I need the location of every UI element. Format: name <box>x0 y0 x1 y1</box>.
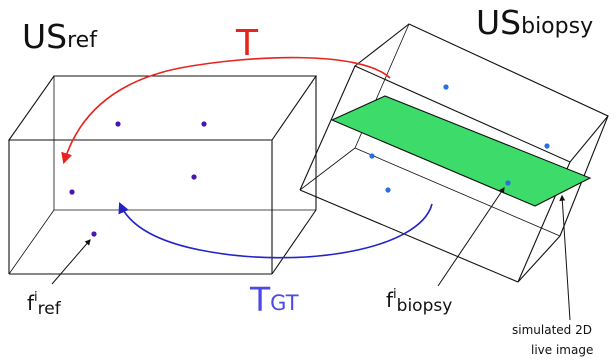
us-biopsy-label: USbiopsy <box>476 3 593 42</box>
ref-fiducial-pointer <box>51 239 91 285</box>
biopsy-point <box>443 84 449 90</box>
transform-t-arrow <box>61 56 391 165</box>
ref-point <box>69 189 75 195</box>
ref-point <box>191 174 197 180</box>
biopsy-fiducial-pointer <box>437 187 505 287</box>
fiducial-ref-label: firef <box>27 290 62 319</box>
biopsy-fiducial-points <box>369 84 550 193</box>
transform-gt-label: TGT <box>249 280 299 319</box>
simulated-image-label-line1: simulated 2D <box>512 323 592 337</box>
simulated-image-pointer <box>559 194 571 321</box>
ref-point <box>91 231 97 237</box>
transform-t-label: T <box>235 23 259 64</box>
transform-gt-arrow <box>118 201 433 259</box>
biopsy-point <box>385 187 391 193</box>
us-ref-volume <box>7 75 318 275</box>
ref-fiducial-points <box>69 121 207 237</box>
us-ref-label: USref <box>22 17 98 56</box>
biopsy-point <box>369 153 375 159</box>
biopsy-point <box>505 180 511 186</box>
simulated-image-label-line2: live image <box>531 343 593 357</box>
ref-point <box>201 121 207 127</box>
fiducial-biopsy-label: fibiopsy <box>386 287 452 316</box>
biopsy-point <box>544 143 550 149</box>
ref-point <box>115 121 121 127</box>
simulated-2d-plane <box>330 95 592 207</box>
